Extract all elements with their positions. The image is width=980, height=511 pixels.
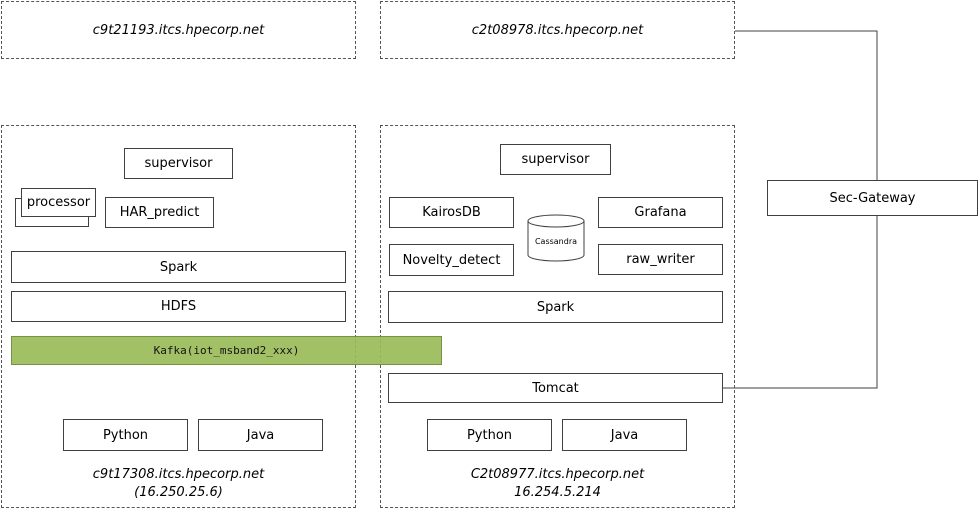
cassandra-label: Cassandra <box>534 237 578 246</box>
grafana-label: Grafana <box>634 205 687 220</box>
left-python-box: Python <box>63 419 188 451</box>
raw-writer-label: raw_writer <box>626 252 695 267</box>
kafka-label: Kafka(iot_msband2_xxx) <box>153 344 300 357</box>
cassandra-cylinder: Cassandra <box>526 213 586 263</box>
processor-label: processor <box>26 195 91 210</box>
right-host-ip: 16.254.5.214 <box>514 485 601 500</box>
novelty-detect-label: Novelty_detect <box>402 252 501 268</box>
right-supervisor-box: supervisor <box>500 144 611 175</box>
left-spark-label: Spark <box>159 259 198 275</box>
gateway-to-top-host-line <box>735 30 878 181</box>
right-python-label: Python <box>466 427 513 443</box>
tomcat-box: Tomcat <box>388 373 723 403</box>
novelty-detect-box: Novelty_detect <box>389 244 514 276</box>
sec-gateway-box: Sec-Gateway <box>767 180 978 216</box>
right-supervisor-label: supervisor <box>521 152 590 167</box>
left-host-caption: c9t17308.itcs.hpecorp.net (16.250.25.6) <box>1 466 356 502</box>
left-node-container <box>1 125 356 508</box>
har-predict-label: HAR_predict <box>119 205 200 220</box>
kafka-bar: Kafka(iot_msband2_xxx) <box>11 336 442 365</box>
hdfs-box: HDFS <box>11 291 346 322</box>
left-java-box: Java <box>198 419 323 451</box>
right-node-container <box>380 125 735 508</box>
raw-writer-box: raw_writer <box>598 244 723 275</box>
kairosdb-box: KairosDB <box>389 197 514 228</box>
top-left-host-label: c9t21193.itcs.hpecorp.net <box>92 22 265 38</box>
kairosdb-label: KairosDB <box>422 205 481 220</box>
top-left-host-box: c9t21193.itcs.hpecorp.net <box>1 1 356 59</box>
right-java-box: Java <box>562 419 687 451</box>
har-predict-box: HAR_predict <box>105 197 214 228</box>
left-spark-box: Spark <box>11 251 346 283</box>
tomcat-label: Tomcat <box>532 380 579 396</box>
left-host-name: c9t17308.itcs.hpecorp.net <box>92 467 265 482</box>
left-supervisor-box: supervisor <box>124 148 233 179</box>
left-host-ip: (16.250.25.6) <box>134 485 223 500</box>
left-java-label: Java <box>246 427 275 443</box>
left-python-label: Python <box>102 427 149 443</box>
right-spark-label: Spark <box>536 299 575 315</box>
right-spark-box: Spark <box>388 291 723 323</box>
processor-box: processor <box>21 188 96 217</box>
top-right-host-box: c2t08978.itcs.hpecorp.net <box>380 1 735 59</box>
left-supervisor-label: supervisor <box>144 156 213 171</box>
tomcat-to-gateway-line <box>723 215 878 389</box>
right-python-box: Python <box>427 419 552 451</box>
hdfs-label: HDFS <box>160 299 197 314</box>
cassandra-db-icon <box>527 214 585 262</box>
grafana-box: Grafana <box>598 197 723 228</box>
top-right-host-label: c2t08978.itcs.hpecorp.net <box>471 22 644 38</box>
right-java-label: Java <box>610 427 639 443</box>
right-host-name: C2t08977.itcs.hpecorp.net <box>470 467 645 482</box>
right-host-caption: C2t08977.itcs.hpecorp.net 16.254.5.214 <box>380 466 735 502</box>
sec-gateway-label: Sec-Gateway <box>829 190 916 206</box>
